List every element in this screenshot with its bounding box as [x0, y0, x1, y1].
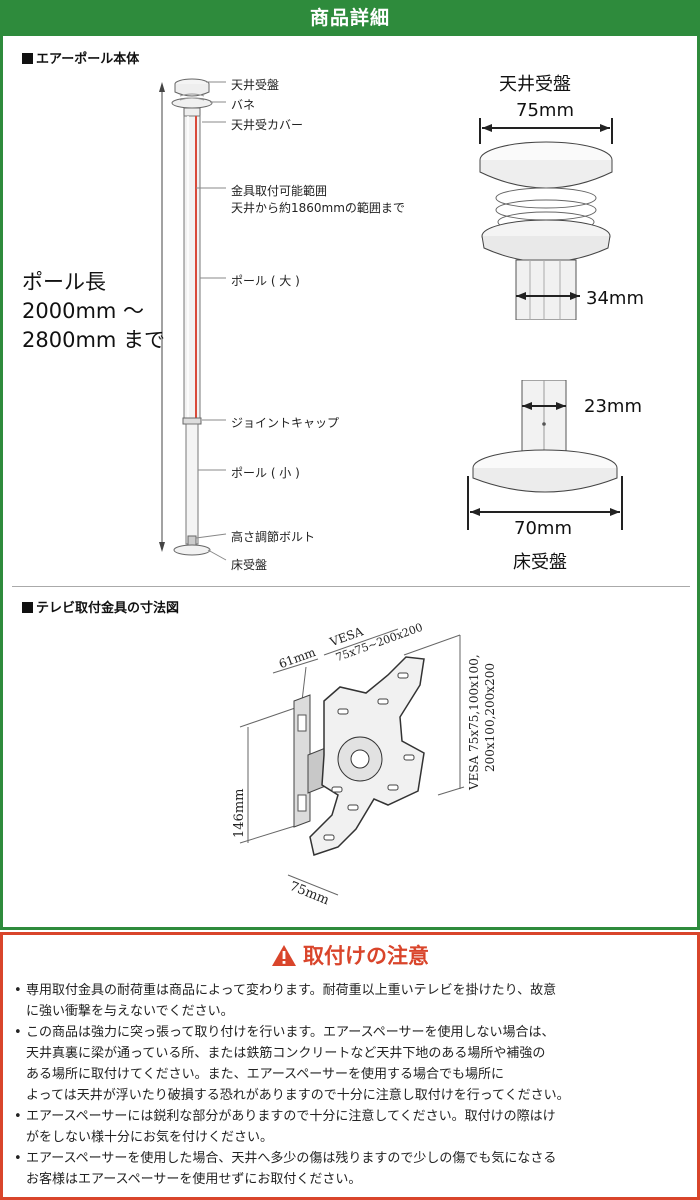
caution-item: エアースペーサーを使用した場合、天井へ多少の傷は残りますので少しの傷でも気になさ… [12, 1148, 688, 1190]
ceiling-plate-title: 天井受盤 [499, 74, 571, 95]
bracket-section-title: テレビ取付金具の寸法図 [22, 597, 179, 616]
label-pole-small: ポール ( 小 ) [231, 466, 300, 480]
label-pole-large: ポール ( 大 ) [231, 274, 300, 288]
label-ceiling-cover: 天井受カバー [231, 118, 304, 132]
label-mount-range-detail: 天井から約1860mmの範囲まで [231, 201, 405, 215]
label-ceiling-plate: 天井受盤 [231, 78, 280, 92]
label-height-bolt: 高さ調節ボルト [231, 530, 316, 544]
section-divider [12, 586, 690, 587]
dim-vesa-side-1: VESA 75x75,100x100, [467, 654, 481, 790]
floor-plate-diameter: 70mm [514, 518, 572, 539]
warning-icon [272, 945, 296, 966]
label-joint-cap: ジョイントキャップ [231, 416, 340, 430]
ceiling-plate-detail [479, 118, 613, 320]
floor-plate-detail [467, 380, 623, 530]
caution-list: 専用取付金具の耐荷重は商品によって変わります。耐荷重以上重いテレビを掛けたり、故… [12, 980, 688, 1190]
page-title: 商品詳細 [0, 0, 700, 36]
caution-item: この商品は強力に突っ張って取り付けを行います。エアースペーサーを使用しない場合は… [12, 1022, 688, 1106]
tv-bracket-diagram [239, 628, 465, 896]
floor-pole-width: 23mm [584, 396, 642, 417]
caution-item: 専用取付金具の耐荷重は商品によって変わります。耐荷重以上重いテレビを掛けたり、故… [12, 980, 688, 1022]
ceiling-plate-diameter: 75mm [516, 100, 574, 121]
floor-plate-title: 床受盤 [513, 552, 567, 573]
label-floor-plate: 床受盤 [231, 558, 268, 572]
caution-item: エアースペーサーには鋭利な部分がありますので十分に注意してください。取付けの際は… [12, 1106, 688, 1148]
dim-vesa-side-2: 200x100,200x200 [483, 663, 497, 772]
label-mount-range: 金具取付可能範囲 [231, 184, 328, 198]
label-spring: バネ [231, 98, 256, 112]
caution-frame [0, 932, 700, 1200]
details-frame [0, 0, 700, 930]
pole-length-label: ポール長 2000mm ～ 2800mm まで [22, 270, 166, 352]
pole-section-title: エアーポール本体 [22, 48, 139, 67]
pole-diagram [159, 78, 227, 561]
dim-height: 146mm [232, 788, 247, 838]
caution-title: 取付けの注意 [0, 940, 700, 970]
ceiling-pole-width: 34mm [586, 288, 644, 309]
